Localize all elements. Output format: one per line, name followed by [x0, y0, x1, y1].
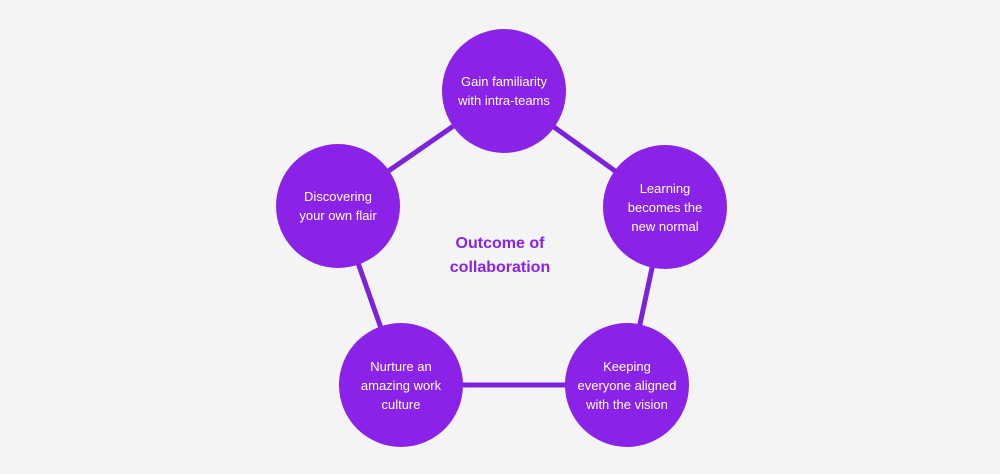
outcome-node-label: Discovering your own flair	[299, 189, 377, 223]
outcome-node-label: Gain familiarity with intra-teams	[458, 74, 550, 108]
outcome-node-label: Learning becomes the new normal	[627, 180, 703, 234]
outcome-node-label: Keeping everyone aligned with the vision	[577, 358, 677, 412]
outcome-node-intra-teams: Gain familiarity with intra-teams	[442, 29, 566, 153]
outcome-node-culture: Nurture an amazing work culture	[339, 323, 463, 447]
outcome-node-label: Nurture an amazing work culture	[360, 358, 442, 412]
outcome-node-learning: Learning becomes the new normal	[603, 145, 727, 269]
center-title: Outcome of collaboration	[449, 235, 551, 276]
outcome-node-alignment: Keeping everyone aligned with the vision	[565, 323, 689, 447]
outcome-node-flair: Discovering your own flair	[276, 144, 400, 268]
